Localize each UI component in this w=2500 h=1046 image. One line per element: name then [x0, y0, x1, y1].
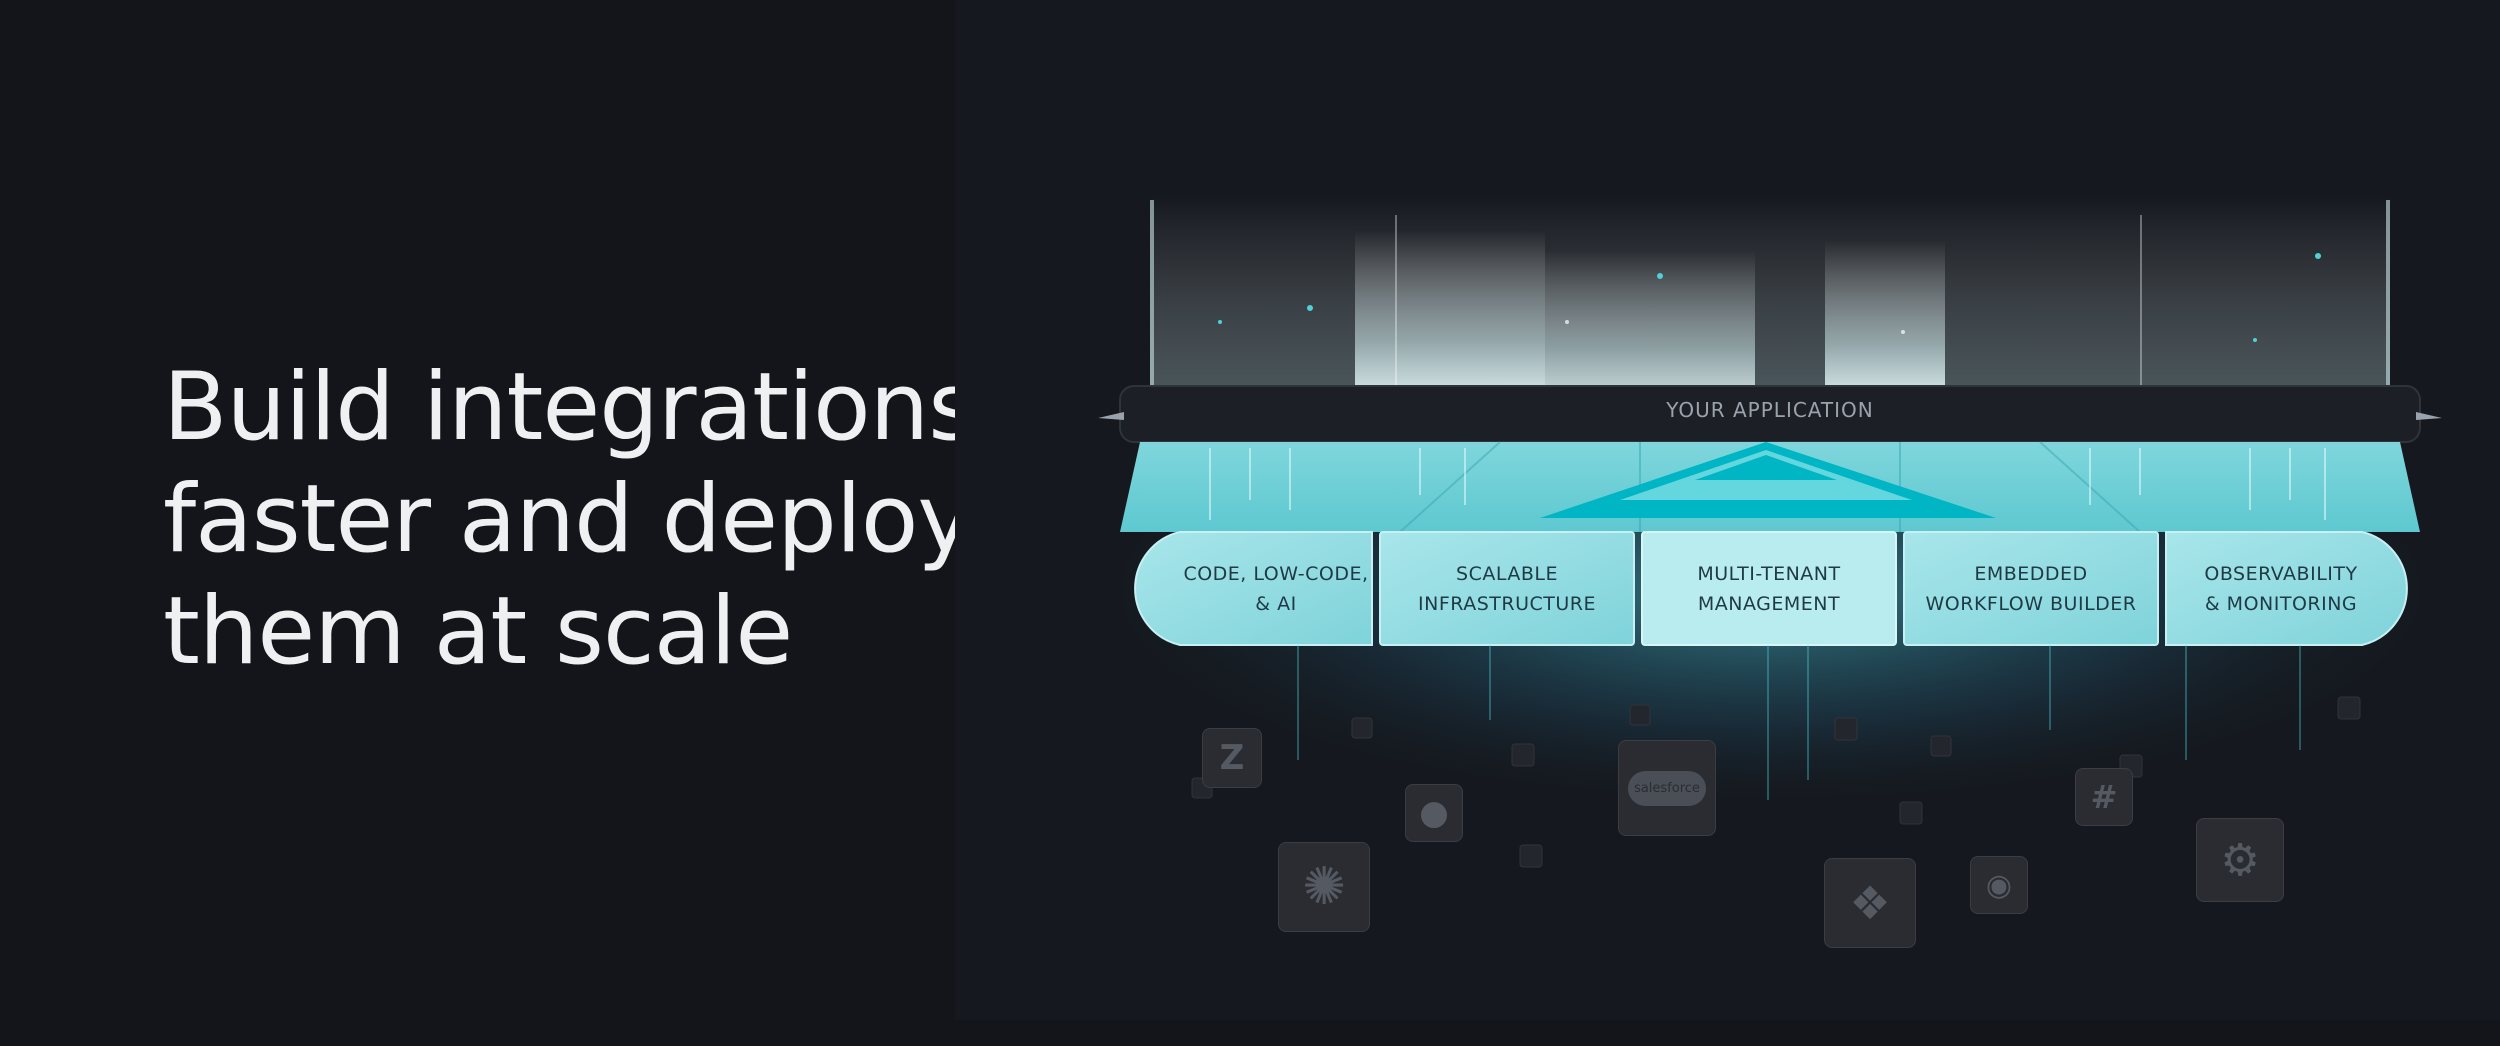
headline-line-3: them at scale [163, 577, 793, 686]
hubspot-icon: ⚙ [2196, 818, 2284, 902]
app-bar-label: YOUR APPLICATION [1666, 398, 1874, 422]
zendesk-icon: Z [1202, 728, 1262, 788]
hero-headline: Build integrations faster and deploy the… [163, 352, 1023, 688]
docker-icon: ◉ [1970, 856, 2028, 914]
github-icon: ● [1405, 784, 1463, 842]
pillar-multi-tenant-management: MULTI-TENANT MANAGEMENT [1697, 563, 1841, 615]
salesforce-icon: salesforce [1618, 740, 1716, 836]
jira-icon: ❖ [1824, 858, 1916, 948]
openai-icon: ✺ [1278, 842, 1370, 932]
pillar-scalable-infrastructure: SCALABLE INFRASTRUCTURE [1418, 563, 1596, 615]
platform-illustration: YOUR APPLICATION CODE, LOW-CODE, & AI SC… [950, 0, 2500, 1046]
slack-icon: # [2075, 768, 2133, 826]
headline-line-2: faster and deploy [163, 465, 973, 574]
pillar-embedded-workflow-builder: EMBEDDED WORKFLOW BUILDER [1925, 563, 2137, 615]
pillar-code-low-code-ai: CODE, LOW-CODE, & AI [1183, 563, 1369, 615]
illustration-graphic [955, 0, 2500, 1020]
pillar-observability-monitoring: OBSERVABILITY & MONITORING [2204, 563, 2358, 615]
headline-line-1: Build integrations [163, 353, 977, 462]
